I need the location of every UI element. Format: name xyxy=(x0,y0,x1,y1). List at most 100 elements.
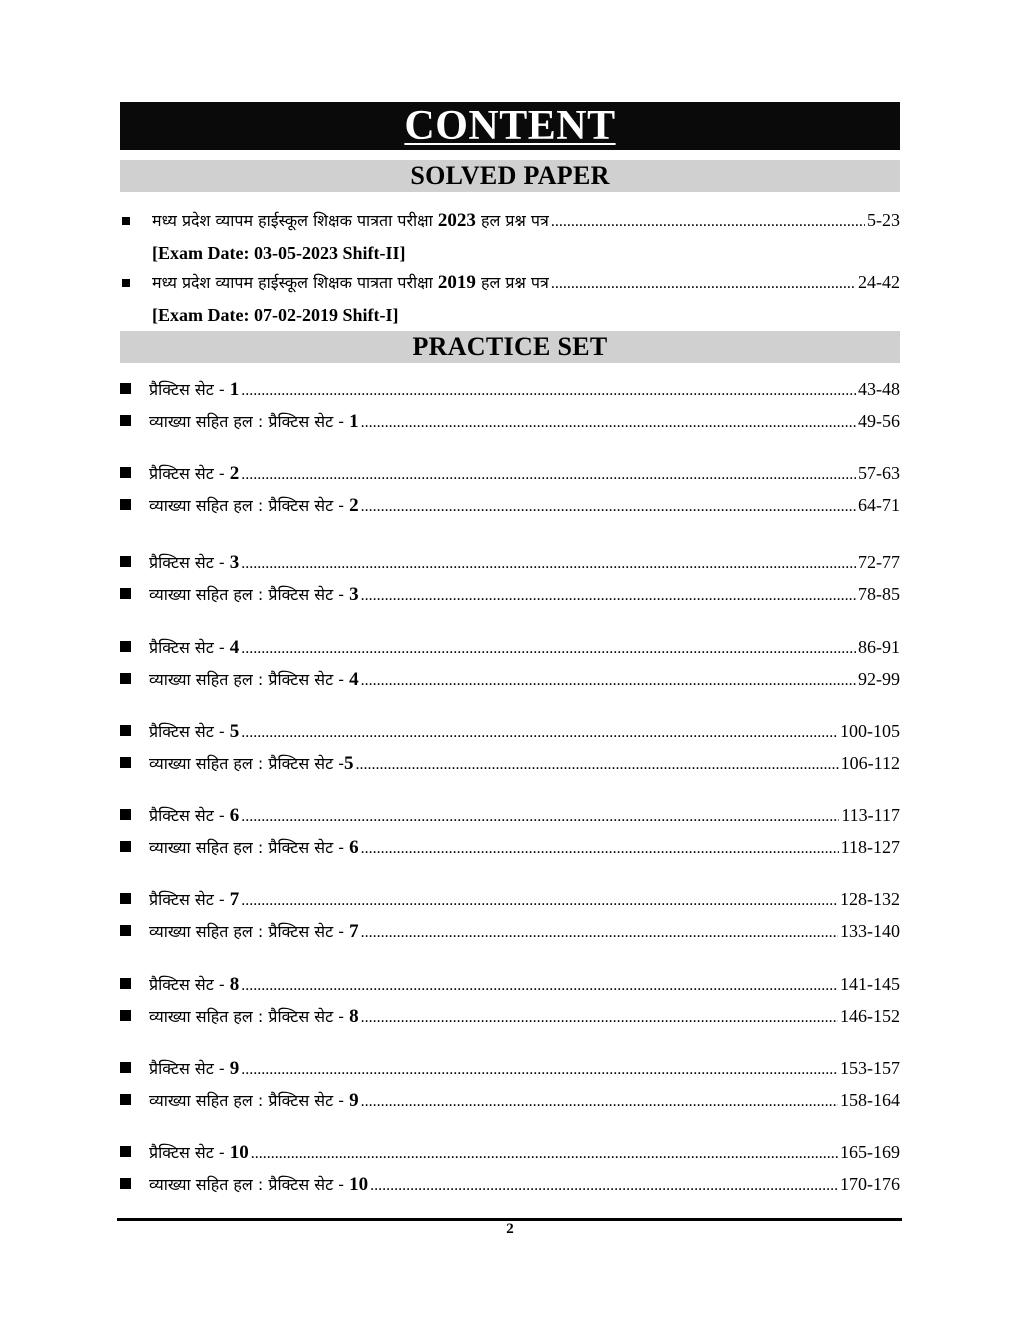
toc-entry-pages: 128-132 xyxy=(840,889,900,909)
square-bullet-icon xyxy=(120,499,131,510)
toc-entry-pages: 146-152 xyxy=(840,1006,900,1026)
toc-entry-label: प्रैक्टिस सेट - 9 xyxy=(149,1058,240,1079)
toc-entry[interactable]: व्याख्या सहित हल : प्रैक्टिस सेट - 3 78-8… xyxy=(120,583,900,613)
toc-entry[interactable]: व्याख्या सहित हल : प्रैक्टिस सेट - 264-7… xyxy=(120,494,900,524)
toc-entry[interactable]: मध्य प्रदेश व्यापम हाईस्कूल शिक्षक पात्र… xyxy=(120,271,900,301)
square-bullet-icon xyxy=(120,893,131,904)
toc-entry-pages: 153-157 xyxy=(840,1058,900,1078)
toc-entry-label: प्रैक्टिस सेट - 3 xyxy=(149,552,240,573)
toc-entry-pages: 78-85 xyxy=(858,584,900,604)
toc-entry-pages: 165-169 xyxy=(840,1142,900,1162)
toc-entry-label: मध्य प्रदेश व्यापम हाईस्कूल शिक्षक पात्र… xyxy=(152,210,549,231)
square-bullet-icon xyxy=(120,467,131,478)
leader-dots xyxy=(361,840,839,858)
leader-dots xyxy=(241,466,856,484)
toc-entry-label: व्याख्या सहित हल : प्रैक्टिस सेट - 10 xyxy=(149,1174,369,1195)
toc-entry[interactable]: व्याख्या सहित हल : प्रैक्टिस सेट - 4 92-9… xyxy=(120,668,900,698)
square-bullet-icon xyxy=(120,757,131,768)
leader-dots xyxy=(241,808,839,826)
square-bullet-icon xyxy=(120,925,131,936)
toc-entry-pages: 64-71 xyxy=(858,495,900,515)
toc-entry-pages: 92-99 xyxy=(858,669,900,689)
leader-dots xyxy=(241,382,856,400)
toc-entry-label: व्याख्या सहित हल : प्रैक्टिस सेट -5 xyxy=(149,753,354,774)
toc-entry[interactable]: प्रैक्टिस सेट - 7 128-132 xyxy=(120,888,900,918)
toc-entry-label: प्रैक्टिस सेट - 8 xyxy=(149,974,240,995)
toc-entry-pages: 113-117 xyxy=(841,805,900,825)
square-bullet-icon xyxy=(120,1062,131,1073)
toc-entry-label: प्रैक्टिस सेट - 1 xyxy=(149,379,240,400)
footer-rule xyxy=(117,1218,902,1221)
square-bullet-icon xyxy=(120,1146,131,1157)
toc-entry[interactable]: व्याख्या सहित हल : प्रैक्टिस सेट - 1 49-5… xyxy=(120,410,900,440)
toc-entry-label: व्याख्या सहित हल : प्रैक्टिस सेट - 4 xyxy=(149,669,359,690)
toc-entry[interactable]: व्याख्या सहित हल : प्रैक्टिस सेट - 6 118-… xyxy=(120,836,900,866)
toc-entry-pages: 49-56 xyxy=(858,411,900,431)
toc-entry[interactable]: प्रैक्टिस सेट - 486-91 xyxy=(120,636,900,666)
toc-entry-pages: 24-42 xyxy=(858,272,900,292)
practice-set-heading: PRACTICE SET xyxy=(120,331,900,363)
toc-entry-pages: 118-127 xyxy=(840,837,900,857)
toc-entry-pages: 170-176 xyxy=(840,1174,900,1194)
toc-entry-label: व्याख्या सहित हल : प्रैक्टिस सेट - 8 xyxy=(149,1006,359,1027)
solved-paper-heading-text: SOLVED PAPER xyxy=(410,161,610,190)
square-bullet-icon xyxy=(120,1178,131,1189)
toc-entry-label: व्याख्या सहित हल : प्रैक्टिस सेट - 3 xyxy=(149,584,359,605)
square-bullet-icon xyxy=(120,841,131,852)
toc-entry-label: व्याख्या सहित हल : प्रैक्टिस सेट - 6 xyxy=(149,837,359,858)
toc-entry-label: मध्य प्रदेश व्यापम हाईस्कूल शिक्षक पात्र… xyxy=(152,272,549,293)
leader-dots xyxy=(361,414,856,432)
page-number: 2 xyxy=(506,1221,514,1237)
toc-entry[interactable]: व्याख्या सहित हल : प्रैक्टिस सेट - 8 146-… xyxy=(120,1005,900,1035)
leader-dots xyxy=(251,1145,838,1163)
toc-entry-pages: 133-140 xyxy=(840,921,900,941)
square-bullet-icon xyxy=(122,279,130,287)
leader-dots xyxy=(241,892,838,910)
exam-date: [Exam Date: 07-02-2019 Shift-I] xyxy=(152,305,399,325)
square-bullet-icon xyxy=(120,978,131,989)
square-bullet-icon xyxy=(120,383,131,394)
toc-entry-pages: 57-63 xyxy=(858,463,900,483)
toc-entry[interactable]: प्रैक्टिस सेट - 6 113-117 xyxy=(120,804,900,834)
square-bullet-icon xyxy=(120,641,131,652)
leader-dots xyxy=(241,640,856,658)
leader-dots xyxy=(241,977,838,995)
leader-dots xyxy=(551,213,865,231)
toc-entry[interactable]: प्रैक्टिस सेट - 143-48 xyxy=(120,378,900,408)
leader-dots xyxy=(370,1177,838,1195)
toc-entry[interactable]: व्याख्या सहित हल : प्रैक्टिस सेट - 9158-… xyxy=(120,1089,900,1119)
toc-entry[interactable]: प्रैक्टिस सेट - 9 153-157 xyxy=(120,1057,900,1087)
toc-entry-label: प्रैक्टिस सेट - 5 xyxy=(149,721,240,742)
square-bullet-icon xyxy=(120,556,131,567)
toc-entry-pages: 86-91 xyxy=(858,637,900,657)
toc-entry[interactable]: प्रैक्टिस सेट - 2 57-63 xyxy=(120,462,900,492)
toc-entry-pages: 158-164 xyxy=(840,1090,900,1110)
toc-entry-label: व्याख्या सहित हल : प्रैक्टिस सेट - 1 xyxy=(149,411,359,432)
toc-entry-label: प्रैक्टिस सेट - 6 xyxy=(149,805,240,826)
toc-entry-pages: 141-145 xyxy=(840,974,900,994)
toc-entry[interactable]: प्रैक्टिस सेट - 8 141-145 xyxy=(120,973,900,1003)
square-bullet-icon xyxy=(120,673,131,684)
leader-dots xyxy=(361,1009,838,1027)
toc-entry[interactable]: मध्य प्रदेश व्यापम हाईस्कूल शिक्षक पात्र… xyxy=(120,209,900,239)
toc-entry-pages: 100-105 xyxy=(840,721,900,741)
square-bullet-icon xyxy=(120,415,131,426)
square-bullet-icon xyxy=(120,725,131,736)
square-bullet-icon xyxy=(120,588,131,599)
toc-entry[interactable]: प्रैक्टिस सेट - 10165-169 xyxy=(120,1141,900,1171)
toc-entry[interactable]: व्याख्या सहित हल : प्रैक्टिस सेट - 7133-… xyxy=(120,920,900,950)
toc-entry-label: प्रैक्टिस सेट - 2 xyxy=(149,463,240,484)
toc-entry[interactable]: प्रैक्टिस सेट - 372-77 xyxy=(120,551,900,581)
toc-entry-pages: 5-23 xyxy=(867,210,900,230)
toc-entry[interactable]: प्रैक्टिस सेट - 5 100-105 xyxy=(120,720,900,750)
toc-entry[interactable]: व्याख्या सहित हल : प्रैक्टिस सेट -5106-1… xyxy=(120,752,900,782)
leader-dots xyxy=(241,555,856,573)
practice-set-heading-text: PRACTICE SET xyxy=(412,332,608,361)
leader-dots xyxy=(361,924,838,942)
square-bullet-icon xyxy=(120,1094,131,1105)
leader-dots xyxy=(241,1061,838,1079)
toc-entry-label: प्रैक्टिस सेट - 7 xyxy=(149,889,240,910)
leader-dots xyxy=(361,498,856,516)
toc-entry[interactable]: व्याख्या सहित हल : प्रैक्टिस सेट - 10 170… xyxy=(120,1173,900,1203)
leader-dots xyxy=(361,1093,838,1111)
